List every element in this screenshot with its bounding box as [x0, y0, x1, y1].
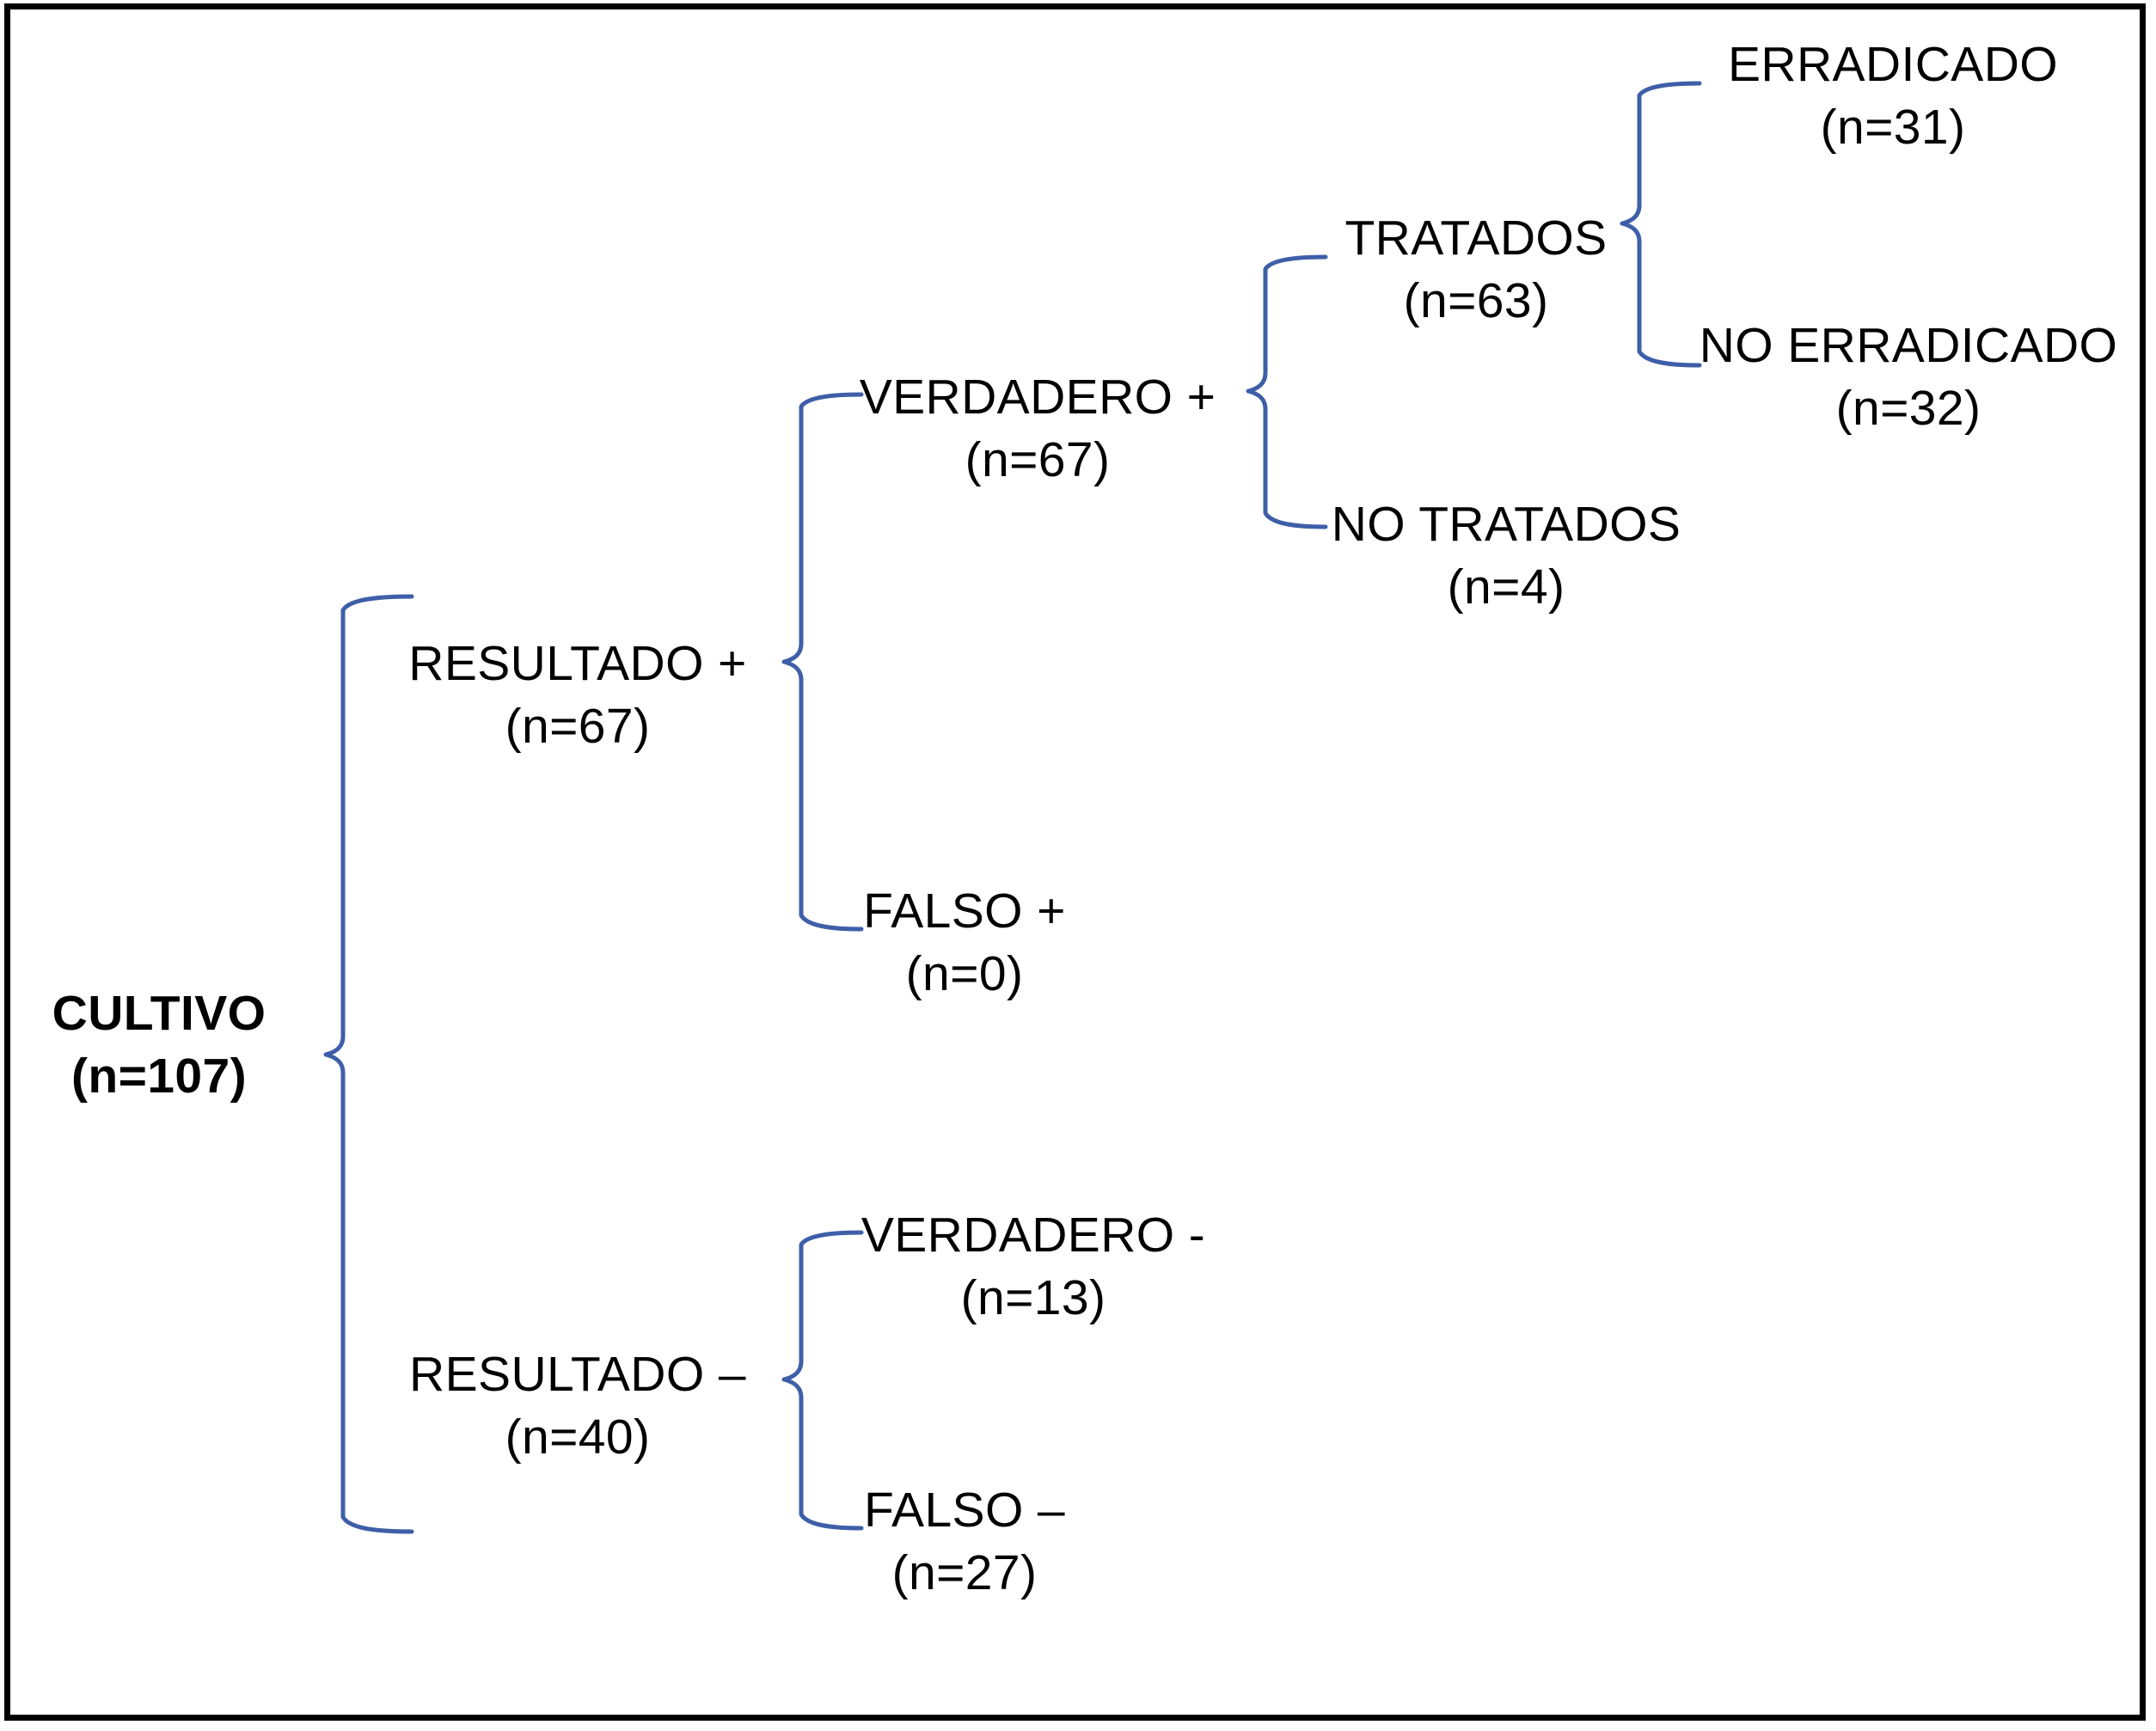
node-verdadero-positivo: VERDADERO + (n=67) — [857, 366, 1218, 492]
node-tratados-count: (n=63) — [1403, 272, 1549, 328]
node-no-tratados-label: NO TRATADOS — [1331, 497, 1681, 552]
node-erradicado: ERRADICADO (n=31) — [1708, 34, 2078, 159]
node-no-tratados-count: (n=4) — [1447, 559, 1565, 615]
node-cultivo: CULTIVO (n=107) — [26, 982, 292, 1108]
node-no-tratados: NO TRATADOS (n=4) — [1326, 493, 1687, 619]
node-verdadero-negativo-count: (n=13) — [960, 1269, 1106, 1325]
node-tratados-label: TRATADOS — [1344, 211, 1608, 266]
node-resultado-negativo: RESULTADO – (n=40) — [397, 1343, 758, 1469]
node-cultivo-label: CULTIVO — [52, 986, 266, 1041]
node-no-erradicado-count: (n=32) — [1835, 380, 1981, 436]
node-falso-negativo-label: FALSO – — [863, 1483, 1066, 1538]
brace-verdadero-positivo — [1240, 250, 1334, 534]
node-falso-negativo-count: (n=27) — [891, 1544, 1038, 1600]
node-erradicado-label: ERRADICADO — [1727, 37, 2059, 92]
node-erradicado-count: (n=31) — [1820, 99, 1966, 155]
brace-resultado-positivo — [775, 388, 870, 938]
node-resultado-negativo-label: RESULTADO – — [409, 1347, 746, 1402]
node-resultado-positivo-label: RESULTADO + — [408, 636, 747, 691]
node-tratados: TRATADOS (n=63) — [1338, 207, 1614, 333]
node-verdadero-negativo: VERDADERO - (n=13) — [857, 1204, 1210, 1330]
brace-resultado-negativo — [775, 1226, 870, 1535]
node-no-erradicado: NO ERRADICADO (n=32) — [1685, 315, 2132, 440]
node-no-erradicado-label: NO ERRADICADO — [1699, 318, 2118, 373]
node-falso-positivo: FALSO + (n=0) — [857, 880, 1072, 1006]
node-cultivo-count: (n=107) — [71, 1048, 247, 1104]
node-falso-negativo: FALSO – (n=27) — [857, 1479, 1072, 1605]
node-falso-positivo-label: FALSO + — [863, 884, 1066, 939]
node-verdadero-positivo-count: (n=67) — [965, 431, 1111, 487]
node-falso-positivo-count: (n=0) — [905, 945, 1024, 1001]
node-verdadero-negativo-label: VERDADERO - — [861, 1208, 1206, 1263]
node-resultado-negativo-count: (n=40) — [505, 1409, 651, 1465]
node-verdadero-positivo-label: VERDADERO + — [859, 370, 1216, 425]
node-resultado-positivo-count: (n=67) — [505, 698, 651, 754]
diagram-frame: CULTIVO (n=107) RESULTADO + (n=67) RESUL… — [4, 3, 2146, 1721]
node-resultado-positivo: RESULTADO + (n=67) — [397, 633, 758, 758]
